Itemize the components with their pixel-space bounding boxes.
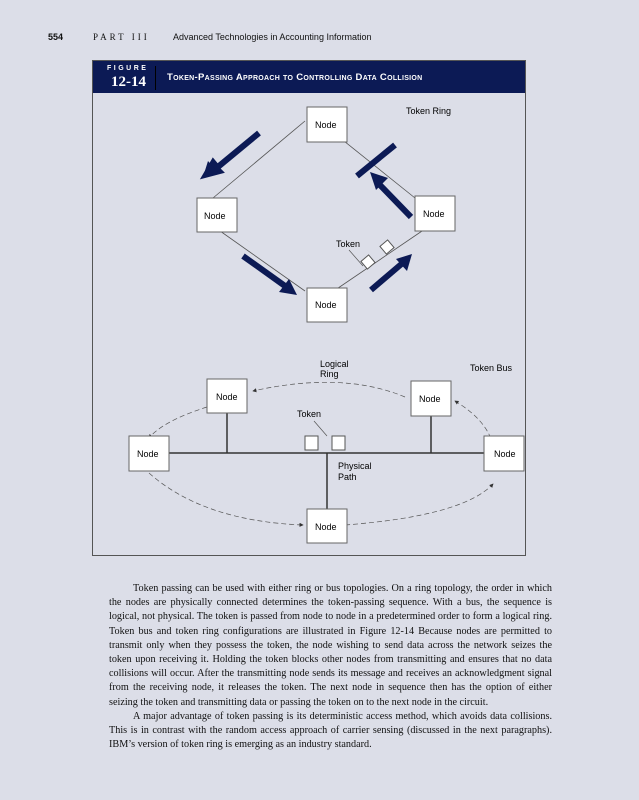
arrow-head-icon [203,161,218,177]
bus-token [304,435,319,451]
diagram: Token Ring Node Node Node Node Token [128,106,525,544]
paragraph: A major advantage of token passing is it… [109,710,552,751]
svg-text:Node: Node [423,209,445,219]
ring-node-bottom: Node [306,287,348,323]
paragraph: Token passing can be used with either ri… [109,583,552,708]
body-text: Token passing can be used with either ri… [109,582,552,752]
svg-text:Node: Node [315,300,337,310]
direction-arrows [199,130,414,295]
svg-text:Node: Node [216,392,238,402]
ring-node-left: Node [196,197,238,233]
figure-number: 12-14 [111,74,146,90]
svg-text:Node: Node [137,449,159,459]
svg-text:Node: Node [204,211,226,221]
ring-node-right: Node [414,195,456,232]
ring-token [360,254,376,270]
part-label: PART III [93,32,150,42]
svg-text:Node: Node [419,394,441,404]
bus-node-left: Node [128,435,170,472]
bus-node-upper-right: Node [410,380,452,417]
running-header: 554 PART III Advanced Technologies in Ac… [0,32,639,46]
bus-node-right: Node [483,435,525,472]
bus-node-bottom: Node [306,508,348,544]
figure-label: FIGURE [107,65,149,72]
physical-label-2: Path [338,472,357,482]
bus-token [331,435,346,451]
svg-text:Node: Node [315,522,337,532]
logical-label-1: Logical [320,359,349,369]
token-bus-title: Token Bus [470,363,513,373]
physical-bus [167,413,485,520]
logical-label-2: Ring [320,369,339,379]
svg-text:Node: Node [315,120,337,130]
figure-title-bar: FIGURE 12-14 Token-Passing Approach to C… [93,61,525,93]
physical-label-1: Physical [338,461,372,471]
figure-title: Token-Passing Approach to Controlling Da… [167,72,423,83]
ring-token [379,239,395,255]
figure-12-14: FIGURE 12-14 Token-Passing Approach to C… [92,60,526,556]
ring-token-label: Token [336,239,360,249]
svg-text:Node: Node [494,449,516,459]
page-number: 554 [48,32,64,42]
token-ring-title: Token Ring [406,106,451,116]
arrow-icon [211,130,261,174]
divider [155,66,156,90]
bus-node-upper-left: Node [206,378,248,414]
chapter-title: Advanced Technologies in Accounting Info… [173,32,372,42]
bus-token-label: Token [297,409,321,419]
ring-node-top: Node [306,106,348,143]
